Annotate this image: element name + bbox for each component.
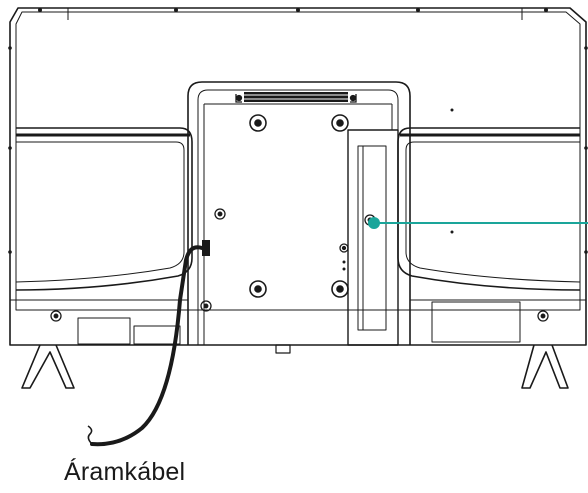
right-wing-panel (397, 127, 581, 291)
left-foot (21, 344, 75, 389)
tv-back-cover-inner (15, 11, 581, 311)
left-wing-panel (15, 127, 193, 291)
tv-back-cover (9, 7, 587, 346)
cable-end-squiggle (87, 425, 93, 445)
right-foot (521, 344, 569, 389)
callout-dot (368, 217, 380, 229)
connector-bay (347, 129, 399, 346)
power-cable (90, 245, 204, 447)
small-screws (50, 208, 549, 322)
mount-screws (249, 114, 349, 298)
power-cable-label: Áramkábel (64, 458, 186, 486)
hang-hooks (235, 94, 357, 103)
vent-grille (244, 92, 348, 102)
center-housing (187, 81, 411, 345)
